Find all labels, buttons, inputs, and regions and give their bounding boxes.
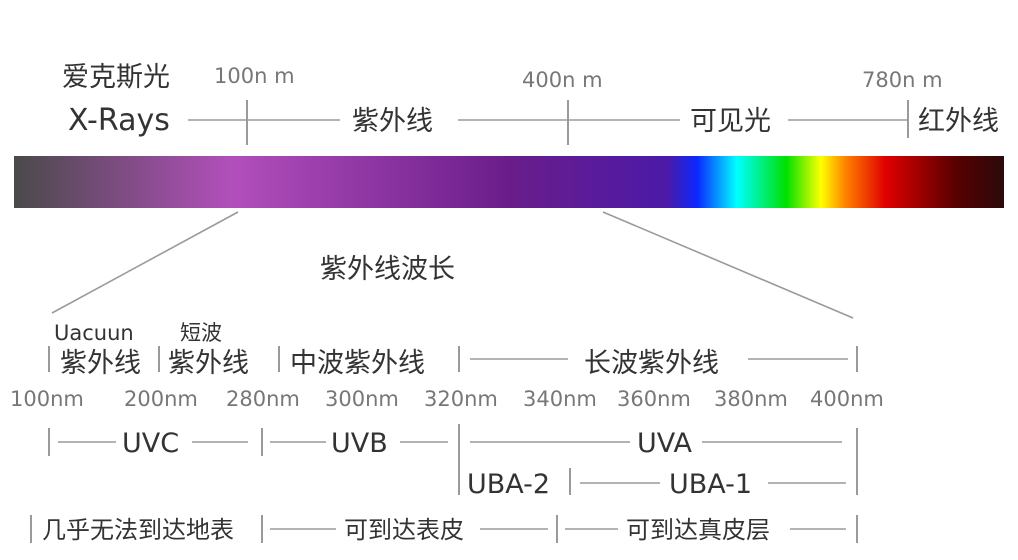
zoom-line-left [51, 211, 239, 314]
nm-label-360: 360nm [617, 387, 691, 411]
uv-type-row: UVC UVB UVA [48, 424, 858, 495]
medium-band-label: 中波紫外线 [290, 348, 425, 379]
uv-wavelength-title: 紫外线波长 [320, 254, 455, 285]
uva-subtype-row: UBA-2 UBA-1 [467, 468, 846, 500]
nm-label-340: 340nm [523, 387, 597, 411]
wl-780-label: 780n m [862, 68, 943, 92]
nm-label-200: 200nm [124, 387, 198, 411]
spectrum-bar [14, 156, 1004, 208]
uva-label: UVA [637, 428, 693, 459]
uvc-label: UVC [122, 428, 179, 459]
ir-cn-label: 红外线 [918, 106, 999, 137]
vacuum-cn-label: 紫外线 [60, 348, 141, 379]
uba2-label: UBA-2 [467, 469, 550, 500]
nm-label-380: 380nm [714, 387, 788, 411]
penetration-uva-label: 可到达真皮层 [626, 516, 770, 544]
wl-400-label: 400n m [522, 68, 603, 92]
header-range-line [188, 100, 909, 145]
xray-cn-label: 爱克斯光 [62, 62, 170, 93]
penetration-row: 几乎无法到达地表 可到达表皮 可到达真皮层 [30, 515, 858, 544]
visible-cn-label: 可见光 [690, 106, 771, 137]
vacuum-en-label: Uacuun [54, 321, 134, 345]
wl-100-label: 100n m [214, 64, 295, 88]
short-bottom-label: 紫外线 [168, 348, 249, 379]
long-band-label: 长波紫外线 [584, 348, 719, 379]
penetration-uvb-label: 可到达表皮 [344, 516, 464, 544]
short-top-label: 短波 [180, 321, 222, 345]
nm-label-100: 100nm [10, 387, 84, 411]
uvb-label: UVB [331, 428, 388, 459]
nm-label-300: 300nm [325, 387, 399, 411]
nm-label-320: 320nm [424, 387, 498, 411]
band-ticks [48, 346, 858, 372]
nm-label-280: 280nm [226, 387, 300, 411]
nm-scale: 100nm 200nm 280nm 300nm 320nm 340nm 360n… [10, 387, 884, 411]
uba1-label: UBA-1 [669, 469, 752, 500]
penetration-uvc-label: 几乎无法到达地表 [42, 516, 234, 544]
xray-en-label: X-Rays [68, 103, 170, 138]
zoom-line-right [602, 211, 854, 319]
uv-cn-label: 紫外线 [352, 106, 433, 137]
nm-label-400: 400nm [810, 387, 884, 411]
